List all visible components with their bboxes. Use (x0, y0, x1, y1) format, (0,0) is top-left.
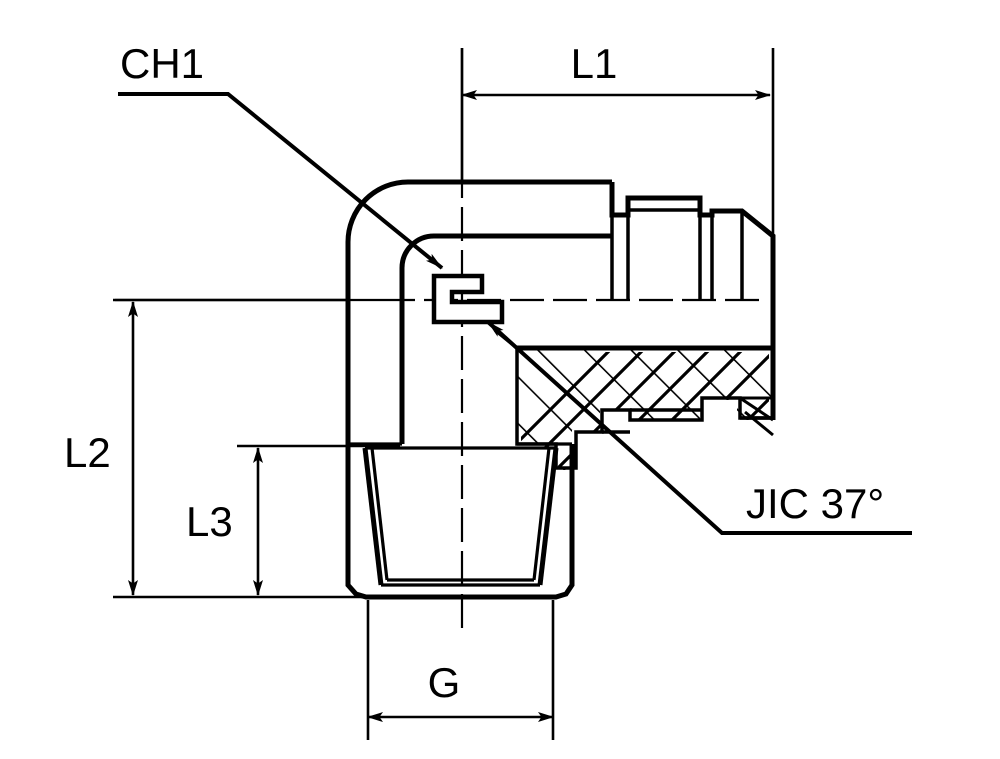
dimension-label-l3: L3 (186, 498, 233, 545)
dimension-l3 (237, 444, 400, 596)
dimension-label-l1: L1 (571, 40, 618, 87)
dimension-l1 (460, 48, 775, 236)
dimension-l2 (113, 298, 366, 599)
leader-ch1 (118, 92, 444, 270)
elbow-outer-contour (345, 179, 612, 444)
part-label-jic: JIC 37° (746, 480, 884, 527)
bottom-thread-detail (348, 442, 572, 587)
bottom-thread-taper-left (362, 447, 384, 586)
leader-jic (486, 320, 912, 535)
dimension-label-l2: L2 (64, 429, 111, 476)
bottom-thread-taper-right (537, 447, 559, 586)
dimension-label-g: G (428, 659, 461, 706)
male-stem-internal-steps (610, 198, 744, 300)
dimension-g (366, 600, 555, 740)
male-stem-upper-profile (609, 182, 776, 348)
body-lower-left-contour (345, 444, 575, 600)
part-label-ch1: CH1 (120, 40, 204, 87)
